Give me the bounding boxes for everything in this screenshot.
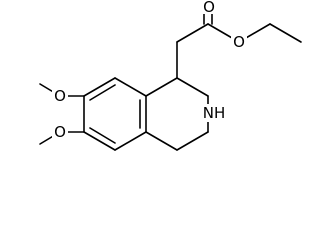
label-mask bbox=[52, 123, 68, 141]
ring-bond bbox=[114, 131, 147, 151]
ring-bond bbox=[83, 77, 116, 97]
ring-bond bbox=[145, 131, 178, 151]
amine-nh-label: NH bbox=[203, 104, 226, 122]
label-mask bbox=[202, 0, 216, 14]
label-mask bbox=[200, 104, 228, 122]
ring-bond bbox=[114, 77, 147, 97]
ring-bond bbox=[83, 131, 116, 151]
label-mask bbox=[231, 33, 247, 51]
methoxy-oxygen-upper-label: O bbox=[54, 87, 66, 105]
chain-bond bbox=[176, 23, 209, 43]
ester-oxygen-label: O bbox=[233, 33, 245, 51]
ring-bond bbox=[176, 77, 209, 97]
ring-bond bbox=[176, 131, 209, 151]
double-bond-inner bbox=[89, 84, 116, 101]
label-mask bbox=[52, 87, 68, 105]
structure-canvas: O O NH O O bbox=[39, 0, 302, 151]
atom-labels: O O NH O O bbox=[52, 0, 247, 141]
methoxy-oxygen-lower-label: O bbox=[54, 123, 66, 141]
ring-bond bbox=[145, 77, 178, 97]
chain-bond bbox=[269, 23, 302, 43]
double-bond-inner bbox=[89, 127, 116, 144]
carbonyl-oxygen-label: O bbox=[203, 0, 215, 16]
bond-lines bbox=[39, 3, 302, 151]
